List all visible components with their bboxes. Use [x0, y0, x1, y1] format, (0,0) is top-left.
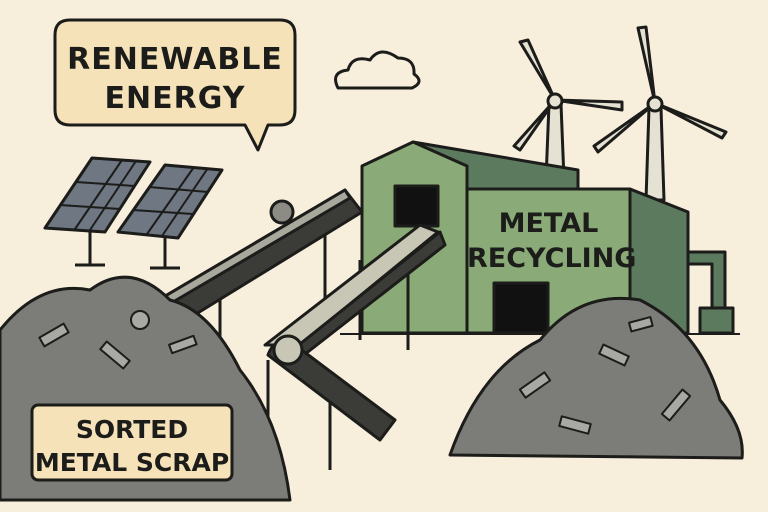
scrap-sign-board — [30, 403, 234, 482]
scrap-sign-line2: METAL SCRAP — [34, 448, 230, 477]
wind-turbine-right — [592, 25, 728, 202]
speech-bubble — [53, 18, 297, 152]
building-sign-line2: RECYCLING — [467, 243, 637, 274]
speech-bubble-line1: RENEWABLE — [67, 42, 283, 77]
speech-bubble-line2: ENERGY — [104, 81, 246, 116]
conveyor-right — [263, 223, 447, 470]
scrap-pieces — [38, 310, 692, 435]
cloud — [334, 50, 421, 90]
upper-door — [393, 184, 440, 228]
solar-panel-right — [116, 163, 224, 270]
solar-panel-left — [43, 156, 152, 267]
conveyor-left — [148, 188, 364, 380]
building-sign-line1: METAL — [498, 208, 599, 239]
front-door — [492, 281, 550, 335]
scrap-sign-line1: SORTED — [75, 415, 189, 444]
